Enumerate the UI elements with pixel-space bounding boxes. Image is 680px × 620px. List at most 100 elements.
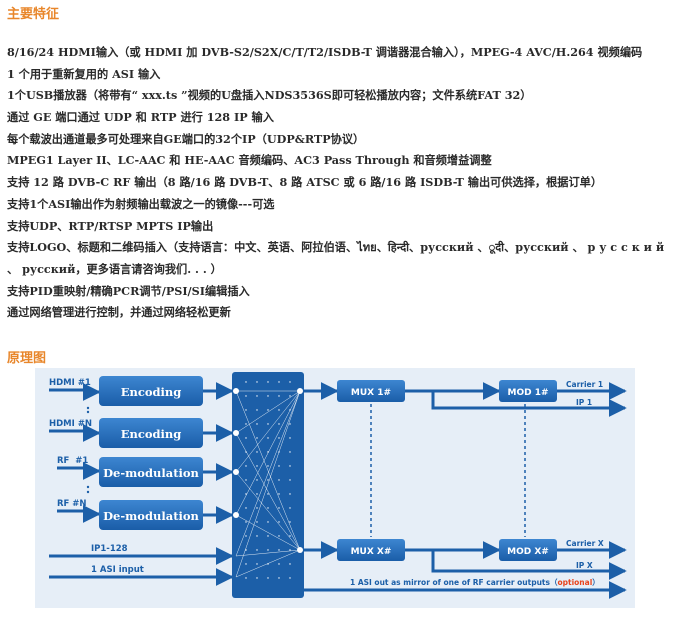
crossbar-node bbox=[278, 493, 280, 495]
crossbar-link bbox=[235, 471, 301, 551]
output-label-ip-x: IP X bbox=[576, 561, 593, 570]
section-title-features: 主要特征 bbox=[7, 7, 60, 22]
crossbar-link bbox=[235, 390, 301, 578]
crossbar-node bbox=[289, 521, 291, 523]
crossbar-link bbox=[235, 390, 301, 516]
crossbar-link bbox=[235, 432, 301, 551]
mux-label-1: MUX 1# bbox=[351, 388, 391, 398]
crossbar-node bbox=[256, 437, 258, 439]
mod-label-x: MOD X# bbox=[507, 547, 549, 557]
crossbar-node bbox=[278, 479, 280, 481]
feature-list: 8/16/24 HDMI输入（或 HDMI 加 DVB-S2/S2X/C/T/T… bbox=[7, 42, 675, 324]
crossbar-node bbox=[245, 563, 247, 565]
input-label-rf-n: RF #N bbox=[57, 499, 87, 509]
output-label-carrier-1: Carrier 1 bbox=[566, 380, 603, 389]
crossbar-node bbox=[245, 395, 247, 397]
crossbar-node bbox=[289, 535, 291, 537]
input-label-hdmi-1: HDMI #1 bbox=[49, 378, 91, 388]
crossbar-node bbox=[267, 507, 269, 509]
crossbar-node bbox=[245, 577, 247, 579]
crossbar-node bbox=[256, 423, 258, 425]
demod-label-n: De-modulation bbox=[103, 509, 199, 523]
feature-item: 支持UDP、RTP/RTSP MPTS IP输出 bbox=[7, 218, 214, 233]
mod-label-1: MOD 1# bbox=[507, 388, 548, 398]
crossbar-node bbox=[289, 381, 291, 383]
crossbar-node bbox=[267, 465, 269, 467]
crossbar-node bbox=[289, 423, 291, 425]
demod-block-1 bbox=[99, 457, 203, 487]
crossbar-node bbox=[267, 493, 269, 495]
crossbar-link bbox=[235, 390, 301, 473]
asi-output-label: 1 ASI out as mirror of one of RF carrier… bbox=[350, 577, 600, 587]
feature-item: 8/16/24 HDMI输入（或 HDMI 加 DVB-S2/S2X/C/T/T… bbox=[7, 45, 643, 59]
crossbar-node bbox=[256, 535, 258, 537]
crossbar-node bbox=[245, 535, 247, 537]
crossbar-node bbox=[267, 395, 269, 397]
crossbar-port-in bbox=[233, 512, 239, 518]
crossbar-port-in bbox=[233, 430, 239, 436]
crossbar-node bbox=[267, 577, 269, 579]
crossbar-node bbox=[267, 535, 269, 537]
crossbar-node bbox=[267, 563, 269, 565]
crossbar-node bbox=[256, 521, 258, 523]
output-label-ip-1: IP 1 bbox=[576, 398, 592, 407]
input-label-asi: 1 ASI input bbox=[91, 565, 144, 575]
mod-block-x bbox=[499, 539, 557, 561]
encoding-block-1 bbox=[99, 376, 203, 406]
crossbar-node bbox=[245, 521, 247, 523]
crossbar-node bbox=[245, 437, 247, 439]
crossbar-link bbox=[235, 390, 301, 557]
encoding-block-n bbox=[99, 418, 203, 448]
crossbar-node bbox=[289, 549, 291, 551]
crossbar-node bbox=[278, 563, 280, 565]
crossbar-node bbox=[245, 549, 247, 551]
crossbar-port-out bbox=[297, 388, 303, 394]
mux-block-1 bbox=[337, 380, 405, 402]
crossbar-node bbox=[256, 549, 258, 551]
crossbar-node bbox=[278, 549, 280, 551]
crossbar-node bbox=[256, 479, 258, 481]
crossbar-node bbox=[289, 563, 291, 565]
crossbar-node bbox=[289, 465, 291, 467]
crossbar-link bbox=[235, 390, 301, 434]
feature-item: 支持1个ASI输出作为射频输出载波之一的镜像---可选 bbox=[7, 196, 275, 211]
crossbar-node bbox=[245, 507, 247, 509]
input-label-rf-1: RF #1 bbox=[57, 456, 88, 466]
crossbar-node bbox=[245, 465, 247, 467]
crossbar-node bbox=[267, 437, 269, 439]
asi-optional-text: optional bbox=[557, 578, 592, 587]
crossbar-link bbox=[235, 390, 301, 551]
demod-label-1: De-modulation bbox=[103, 466, 199, 480]
crossbar-node bbox=[289, 479, 291, 481]
crossbar-port-in bbox=[233, 469, 239, 475]
feature-item: 支持 12 路 DVB-C RF 输出（8 路/16 路 DVB-T、8 路 A… bbox=[7, 175, 603, 190]
crossbar-node bbox=[256, 577, 258, 579]
crossbar-node bbox=[278, 451, 280, 453]
crossbar-node bbox=[267, 521, 269, 523]
demod-block-n bbox=[99, 500, 203, 530]
crossbar-node bbox=[289, 409, 291, 411]
crossbar-node bbox=[256, 465, 258, 467]
crossbar-port-out bbox=[297, 547, 303, 553]
input-label-hdmi-n: HDMI #N bbox=[49, 419, 92, 429]
crossbar-node bbox=[245, 493, 247, 495]
crossbar-node bbox=[267, 479, 269, 481]
crossbar-node bbox=[289, 395, 291, 397]
encoding-label-1: Encoding bbox=[121, 385, 182, 399]
crossbar-node bbox=[278, 409, 280, 411]
crossbar-node bbox=[278, 577, 280, 579]
crossbar-node bbox=[256, 451, 258, 453]
crossbar-node bbox=[289, 507, 291, 509]
crossbar-node bbox=[278, 423, 280, 425]
crossbar-node bbox=[256, 563, 258, 565]
crossbar-node bbox=[256, 381, 258, 383]
feature-item: 支持LOGO、标题和二维码插入（支持语言：中文、英语、阿拉伯语、ไทย、हिन्… bbox=[7, 240, 665, 276]
feature-item: 1个USB播放器（将带有“ xxx.ts ”视频的U盘插入NDS3536S即可轻… bbox=[7, 88, 532, 103]
crossbar-switch bbox=[232, 372, 304, 598]
feature-item: 1 个用于重新复用的 ASI 输入 bbox=[7, 66, 161, 81]
crossbar-node bbox=[278, 395, 280, 397]
crossbar-link bbox=[235, 514, 301, 551]
mux-label-x: MUX X# bbox=[351, 547, 392, 557]
crossbar-node bbox=[267, 381, 269, 383]
crossbar-node bbox=[256, 395, 258, 397]
